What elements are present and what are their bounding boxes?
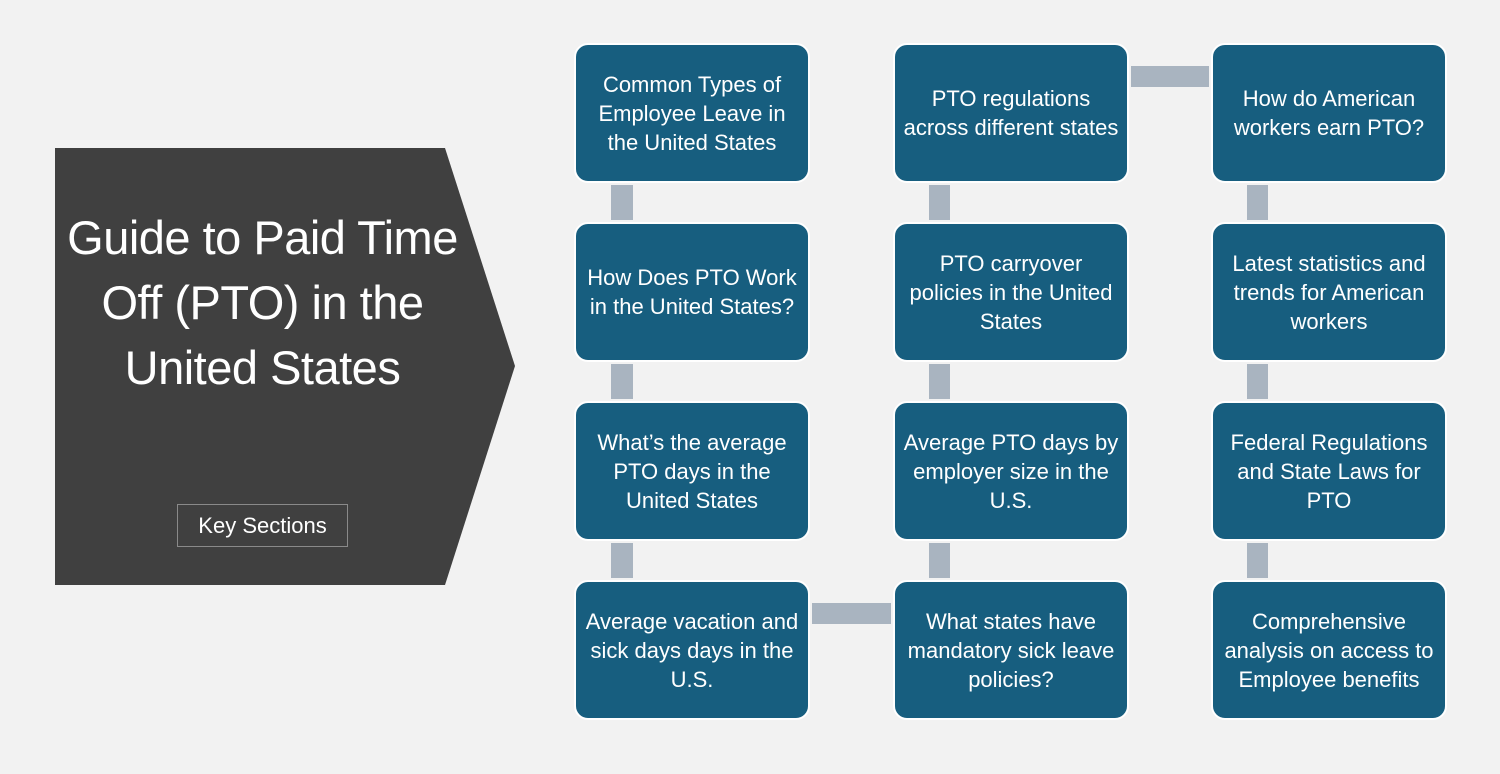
connector-c2-r4-r3 [929, 543, 950, 578]
connector-c3-r1-r2 [1247, 185, 1268, 220]
title-chevron-shape [55, 148, 515, 585]
connector-c3-r2-r3 [1247, 364, 1268, 399]
page-title: Guide to Paid Time Off (PTO) in the Unit… [67, 211, 458, 394]
connector-c1-r1-r2 [611, 185, 633, 220]
section-box[interactable]: Average vacation and sick days days in t… [574, 580, 810, 720]
section-box[interactable]: How do American workers earn PTO? [1211, 43, 1447, 183]
section-box[interactable]: What’s the average PTO days in the Unite… [574, 401, 810, 541]
section-box[interactable]: Federal Regulations and State Laws for P… [1211, 401, 1447, 541]
section-box[interactable]: Common Types of Employee Leave in the Un… [574, 43, 810, 183]
section-box[interactable]: Comprehensive analysis on access to Empl… [1211, 580, 1447, 720]
connector-c3-r3-r4 [1247, 543, 1268, 578]
connector-c1-r3-r4 [611, 543, 633, 578]
key-sections-label: Key Sections [177, 504, 348, 547]
connector-c2-r2-r1 [929, 185, 950, 220]
connector-c1-r2-r3 [611, 364, 633, 399]
connector-r1-c2-c3 [1131, 66, 1209, 87]
section-box[interactable]: What states have mandatory sick leave po… [893, 580, 1129, 720]
section-box[interactable]: How Does PTO Work in the United States? [574, 222, 810, 362]
connector-c2-r3-r2 [929, 364, 950, 399]
section-box[interactable]: Latest statistics and trends for America… [1211, 222, 1447, 362]
section-box[interactable]: PTO regulations across different states [893, 43, 1129, 183]
connector-r4-c1-c2 [812, 603, 891, 624]
section-box[interactable]: PTO carryover policies in the United Sta… [893, 222, 1129, 362]
section-box[interactable]: Average PTO days by employer size in the… [893, 401, 1129, 541]
